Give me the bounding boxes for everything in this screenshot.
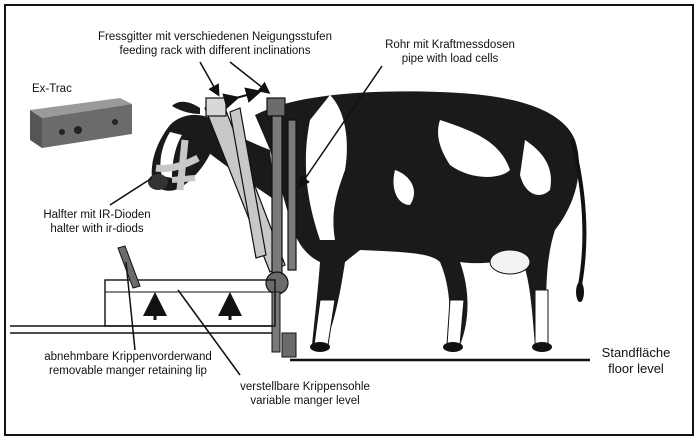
label-feeding-rack-en: feeding rack with different inclinations — [60, 44, 370, 58]
label-halter: Halfter mit IR-Dioden halter with ir-dio… — [32, 208, 162, 236]
label-lip-en: removable manger retaining lip — [18, 364, 238, 378]
label-manger-en: variable manger level — [225, 394, 385, 408]
label-retaining-lip: abnehmbare Krippenvorderwand removable m… — [18, 350, 238, 378]
label-floor-de: Standfläche — [590, 345, 682, 361]
label-floor-level: Standfläche floor level — [590, 345, 682, 377]
label-halter-de: Halfter mit IR-Dioden — [32, 208, 162, 222]
leader-rack-right — [230, 62, 268, 92]
label-floor-en: floor level — [590, 361, 682, 377]
manger — [10, 246, 275, 333]
label-halter-en: halter with ir-diods — [32, 222, 162, 236]
leader-rack-left — [200, 62, 218, 94]
label-extrac: Ex-Trac — [32, 82, 72, 96]
label-manger-de: verstellbare Krippensohle — [225, 380, 385, 394]
label-feeding-rack: Fressgitter mit verschiedenen Neigungsst… — [60, 30, 370, 58]
label-pipe-de: Rohr mit Kraftmessdosen — [375, 38, 525, 52]
label-feeding-rack-de: Fressgitter mit verschiedenen Neigungsst… — [60, 30, 370, 44]
label-manger-level: verstellbare Krippensohle variable mange… — [225, 380, 385, 408]
label-pipe-en: pipe with load cells — [375, 52, 525, 66]
leader-halter — [110, 178, 152, 205]
label-pipe: Rohr mit Kraftmessdosen pipe with load c… — [375, 38, 525, 66]
inclination-arrow — [236, 92, 258, 98]
extrac-device — [30, 98, 132, 148]
label-lip-de: abnehmbare Krippenvorderwand — [18, 350, 238, 364]
